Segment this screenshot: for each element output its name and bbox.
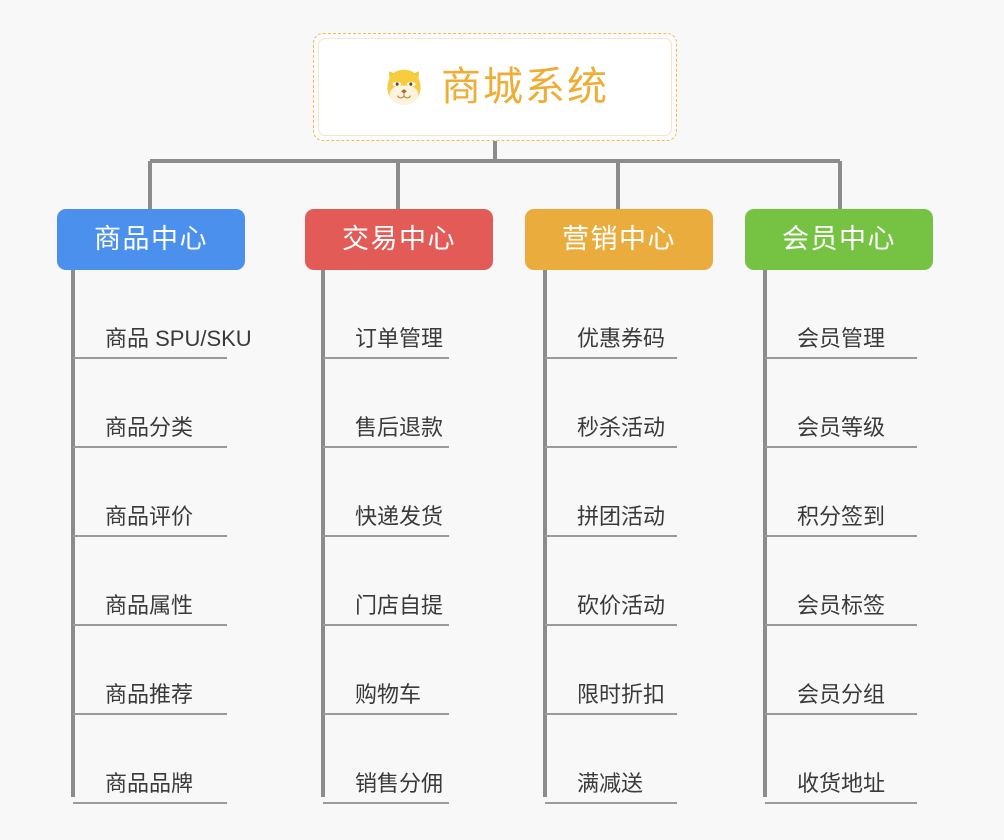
category-label-marketing-center: 营销中心 xyxy=(562,224,676,254)
leaf-item-underline xyxy=(73,802,227,804)
category-box-trade-center[interactable]: 交易中心 xyxy=(305,209,493,270)
category-label-product-center: 商品中心 xyxy=(94,224,208,254)
leaf-item-label: 拼团活动 xyxy=(577,504,666,529)
leaf-item-label: 商品分类 xyxy=(105,415,194,440)
leaf-item-underline xyxy=(73,713,227,715)
leaf-item-label: 商品 SPU/SKU xyxy=(105,326,252,351)
leaf-item-label: 订单管理 xyxy=(355,326,444,351)
leaf-item-label: 商品属性 xyxy=(105,593,194,618)
leaf-item-label: 会员标签 xyxy=(797,593,886,618)
leaf-item-label: 会员分组 xyxy=(797,682,886,707)
leaf-item-underline xyxy=(765,713,917,715)
leaf-item-underline xyxy=(323,802,449,804)
leaf-item-label: 购物车 xyxy=(355,682,422,707)
leaf-item-label: 商品评价 xyxy=(105,504,194,529)
leaf-item-label: 门店自提 xyxy=(355,593,444,618)
leaf-item-label: 秒杀活动 xyxy=(577,415,666,440)
leaf-item-underline xyxy=(323,713,449,715)
leaf-item-underline xyxy=(323,535,449,537)
leaf-item-underline xyxy=(765,802,917,804)
leaf-item-underline xyxy=(545,357,677,359)
leaf-item-underline xyxy=(323,446,449,448)
root-node-inner: 商城系统 xyxy=(318,38,672,136)
leaf-item-underline xyxy=(545,802,677,804)
leaf-item-label: 优惠券码 xyxy=(577,326,666,351)
leaf-item-label: 快递发货 xyxy=(355,504,444,529)
leaf-item-underline xyxy=(765,357,917,359)
leaf-item-label: 售后退款 xyxy=(355,415,444,440)
root-node[interactable]: 商城系统 xyxy=(313,33,677,141)
leaf-item-label: 收货地址 xyxy=(797,771,886,796)
leaf-item-label: 销售分佣 xyxy=(355,771,444,796)
leaf-item-label: 会员管理 xyxy=(797,326,886,351)
leaf-item-underline xyxy=(323,357,449,359)
leaf-item-label: 限时折扣 xyxy=(577,682,666,707)
leaf-item-label: 满减送 xyxy=(577,771,644,796)
leaf-item-underline xyxy=(765,446,917,448)
leaf-item-underline xyxy=(73,535,227,537)
leaf-item-underline xyxy=(765,535,917,537)
leaf-item-underline xyxy=(545,713,677,715)
leaf-item-underline xyxy=(545,624,677,626)
leaf-item-label: 商品推荐 xyxy=(105,682,194,707)
leaf-item-underline xyxy=(545,535,677,537)
leaf-item-label: 商品品牌 xyxy=(105,771,194,796)
category-box-marketing-center[interactable]: 营销中心 xyxy=(525,209,713,270)
leaf-item-label: 会员等级 xyxy=(797,415,886,440)
category-box-product-center[interactable]: 商品中心 xyxy=(57,209,245,270)
shiba-dog-face-icon xyxy=(387,69,421,105)
leaf-item-underline xyxy=(545,446,677,448)
leaf-item-label: 积分签到 xyxy=(797,504,886,529)
category-label-member-center: 会员中心 xyxy=(782,224,896,254)
leaf-item-label: 砍价活动 xyxy=(577,593,666,618)
root-title: 商城系统 xyxy=(441,65,609,109)
leaf-item-underline xyxy=(73,624,227,626)
leaf-item-underline xyxy=(73,357,227,359)
leaf-item-underline xyxy=(73,446,227,448)
category-box-member-center[interactable]: 会员中心 xyxy=(745,209,933,270)
category-label-trade-center: 交易中心 xyxy=(342,224,456,254)
leaf-item-underline xyxy=(765,624,917,626)
leaf-item-underline xyxy=(323,624,449,626)
